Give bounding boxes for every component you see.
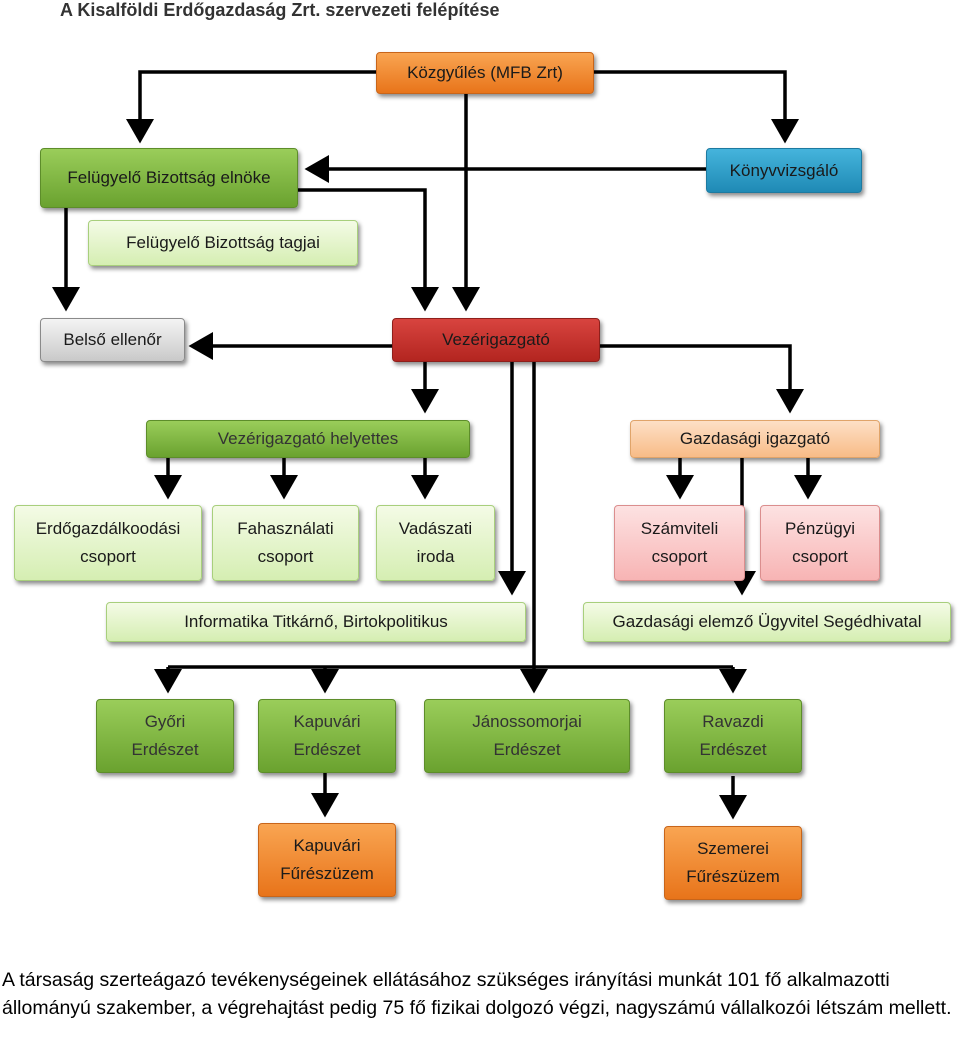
node-gazdasagi-elemzo: Gazdasági elemző Ügyvitel Segédhivatal xyxy=(583,602,951,642)
node-szamviteli-csoport: Számviteli csoport xyxy=(614,505,745,581)
node-kapuvari-fureszuzem-line1: Kapuvári xyxy=(293,836,361,855)
node-gazdasagi-elemzo-label: Gazdasági elemző Ügyvitel Segédhivatal xyxy=(612,612,922,631)
node-konyvvizsgalo: Könyvvizsgáló xyxy=(706,148,862,193)
node-gyori-line2: Erdészet xyxy=(131,740,199,759)
node-vadaszati-iroda: Vadászati iroda xyxy=(376,505,495,581)
connector-layer xyxy=(52,70,822,820)
node-gazdasagi-igazgato: Gazdasági igazgató xyxy=(630,420,880,458)
node-kapuvari-fureszuzem-line2: Fűrészüzem xyxy=(280,864,374,883)
node-fahasznalati-csoport: Fahasználati csoport xyxy=(212,505,359,581)
footer-paragraph: A társaság szerteágazó tevékenységeinek … xyxy=(2,969,952,1019)
node-vadaszati-line2: iroda xyxy=(416,547,455,566)
node-szemerei-fureszuzem: Szemerei Fűrészüzem xyxy=(664,826,802,900)
node-informatika-label: Informatika Titkárnő, Birtokpolitikus xyxy=(184,612,448,631)
node-belso-ellenor-label: Belső ellenőr xyxy=(63,330,162,349)
node-erdogazdalkodasi-line2: csoport xyxy=(80,547,136,566)
node-szamviteli-line2: csoport xyxy=(651,547,708,566)
node-ravazdi-line2: Erdészet xyxy=(699,740,767,759)
node-gazdasagi-igazgato-label: Gazdasági igazgató xyxy=(679,429,831,448)
connector-fb-vezig xyxy=(298,188,439,312)
node-janossomorjai-erdeszet: Jánossomorjai Erdészet xyxy=(424,699,630,773)
node-vadaszati-line1: Vadászati xyxy=(398,519,473,538)
node-penzugyi-line2: csoport xyxy=(792,547,848,566)
node-janossomorjai-line1: Jánossomorjai xyxy=(472,712,582,731)
node-vezerigazgato-label: Vezérigazgató xyxy=(442,330,550,349)
node-ravazdi-line1: Ravazdi xyxy=(702,712,764,731)
node-ravazdi-erdeszet: Ravazdi Erdészet xyxy=(664,699,802,773)
node-konyvvizsgalo-label: Könyvvizsgáló xyxy=(729,160,839,180)
node-vezig-helyettes: Vezérigazgató helyettes xyxy=(146,420,470,458)
node-penzugyi-csoport: Pénzügyi csoport xyxy=(760,505,880,581)
node-belso-ellenor: Belső ellenőr xyxy=(40,318,185,362)
node-fahasznalati-line2: csoport xyxy=(257,547,314,566)
node-kozgyules: Közgyűlés (MFB Zrt) xyxy=(376,52,594,94)
node-penzugyi-line1: Pénzügyi xyxy=(785,519,855,538)
node-fb-tagjai: Felügyelő Bizottság tagjai xyxy=(88,220,358,266)
node-vezig-helyettes-label: Vezérigazgató helyettes xyxy=(217,429,399,448)
diagram-title: A Kisalföldi Erdőgazdaság Zrt. szervezet… xyxy=(60,0,500,20)
node-fb-elnok: Felügyelő Bizottság elnöke xyxy=(40,148,298,208)
node-kozgyules-label: Közgyűlés (MFB Zrt) xyxy=(407,63,563,82)
node-kapuvari-line2: Erdészet xyxy=(293,740,361,759)
node-szemerei-fureszuzem-line2: Fűrészüzem xyxy=(686,867,780,886)
node-gyori-erdeszet: Győri Erdészet xyxy=(96,699,234,773)
node-vezerigazgato: Vezérigazgató xyxy=(392,318,600,362)
node-janossomorjai-line2: Erdészet xyxy=(493,740,561,759)
node-kapuvari-erdeszet: Kapuvári Erdészet xyxy=(258,699,396,773)
node-kapuvari-line1: Kapuvári xyxy=(293,712,361,731)
node-gyori-line1: Győri xyxy=(144,712,186,731)
node-fahasznalati-line1: Fahasználati xyxy=(237,519,334,538)
connector-kozgyules-fb xyxy=(126,70,376,144)
node-erdogazdalkodasi-line1: Erdőgazdálkoodási xyxy=(35,519,181,538)
connector-vezig-gazd xyxy=(600,344,804,414)
node-kapuvari-fureszuzem: Kapuvári Fűrészüzem xyxy=(258,823,396,897)
node-szamviteli-line1: Számviteli xyxy=(640,519,719,538)
node-erdogazdalkodasi-csoport: Erdőgazdálkoodási csoport xyxy=(14,505,202,581)
node-fb-elnok-label: Felügyelő Bizottság elnöke xyxy=(67,168,271,187)
node-informatika: Informatika Titkárnő, Birtokpolitikus xyxy=(106,602,526,642)
connector-kozgyules-konyvvizsgalo xyxy=(594,70,799,144)
node-fb-tagjai-label: Felügyelő Bizottság tagjai xyxy=(126,233,320,252)
node-szemerei-fureszuzem-line1: Szemerei xyxy=(697,839,769,858)
